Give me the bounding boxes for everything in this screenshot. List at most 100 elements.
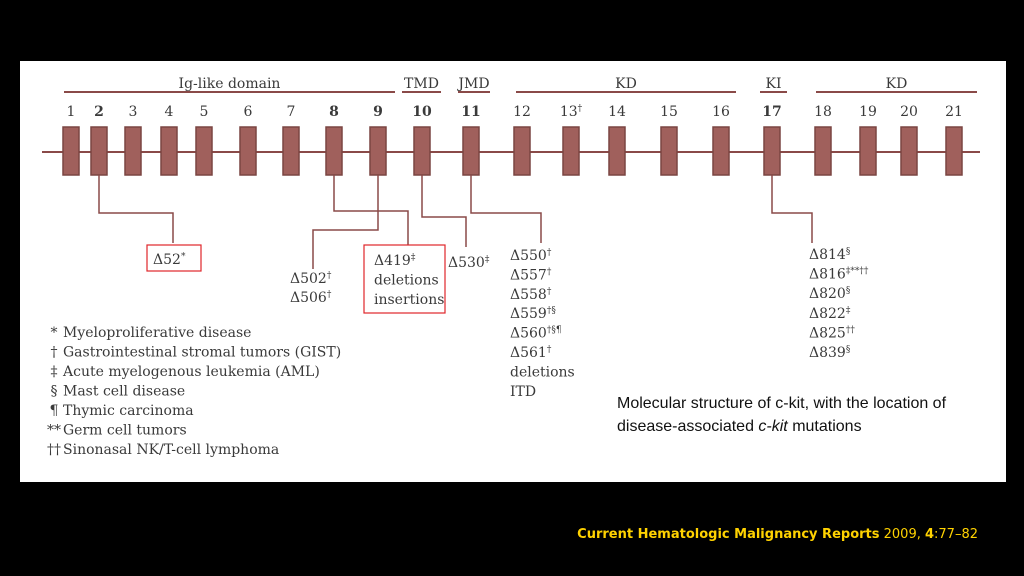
exon-box (239, 126, 257, 176)
citation-volume: 4 (924, 527, 935, 542)
highlight-box (363, 244, 446, 314)
mutation-label: Δ419‡ (374, 253, 416, 269)
mutation-label: Δ52* (153, 252, 186, 268)
exon-box (562, 126, 580, 176)
exon-number: 7 (287, 104, 296, 120)
mutation-label: Δ814§ (809, 247, 851, 263)
legend-text: Mast cell disease (63, 384, 185, 400)
exon-box (660, 126, 678, 176)
domain-label: KD (886, 76, 908, 92)
exon-number: 3 (129, 104, 138, 120)
legend-symbol: ** (47, 423, 61, 439)
domain-label: TMD (404, 76, 439, 92)
caption-text: Molecular structure of c-kit, with the l… (617, 395, 947, 435)
exon-box (900, 126, 918, 176)
mutation-label: Δ816‡**†† (809, 267, 869, 283)
mutation-label: Δ820§ (809, 286, 851, 302)
legend-text: Sinonasal NK/T-cell lymphoma (63, 442, 279, 458)
exon-number: 17 (762, 104, 781, 120)
exon-box (513, 126, 531, 176)
exon-box (369, 126, 387, 176)
mutation-label: Δ825†† (809, 325, 855, 341)
exon-number: 20 (900, 104, 918, 120)
connector-line (771, 175, 813, 243)
exon-box (325, 126, 343, 176)
mutation-label: Δ506† (290, 290, 332, 306)
domain-label: JMD (456, 76, 489, 92)
legend-symbol: † (51, 345, 58, 361)
exon-number: 15 (660, 104, 678, 120)
exon-number: 16 (712, 104, 730, 120)
mutation-label: Δ839§ (809, 345, 851, 361)
legend-symbol: ¶ (50, 403, 59, 419)
mutation-label: Δ561† (510, 345, 552, 361)
exon-number: 4 (165, 104, 174, 120)
exon-number: 8 (329, 104, 339, 120)
citation-pages: :77–82 (934, 527, 978, 542)
mutation-label: insertions (374, 292, 444, 308)
exon-number: 9 (373, 104, 383, 120)
connector-line (470, 175, 542, 243)
mutation-label: Δ559†§ (510, 306, 556, 322)
exon-box (814, 126, 832, 176)
legend-symbol: * (51, 325, 58, 341)
connector-line (378, 210, 409, 245)
exon-box (90, 126, 108, 176)
exon-box (413, 126, 431, 176)
domain-label: Ig-like domain (179, 76, 281, 92)
exon-number: 10 (412, 104, 432, 120)
legend-symbol: § (51, 384, 58, 400)
exon-number: 1 (67, 104, 76, 120)
mutation-label: Δ822‡ (809, 306, 851, 322)
exon-number: 2 (94, 104, 104, 120)
exon-number: 11 (461, 104, 480, 120)
mutation-label: Δ560†§¶ (510, 326, 562, 342)
mutation-label: deletions (374, 273, 439, 289)
exon-box (608, 126, 626, 176)
mutation-label: Δ557† (510, 267, 552, 283)
figure-caption: Molecular structure of c-kit, with the l… (617, 393, 957, 438)
mutation-label: Δ530‡ (448, 255, 490, 271)
exon-number: 19 (859, 104, 877, 120)
exon-box (195, 126, 213, 176)
exon-box (160, 126, 178, 176)
mutation-label: deletions (510, 364, 575, 380)
exon-box (62, 126, 80, 176)
exon-number: 18 (814, 104, 832, 120)
exon-box (282, 126, 300, 176)
exon-number: 5 (200, 104, 209, 120)
exon-box (945, 126, 963, 176)
citation-journal: Current Hematologic Malignancy Reports (577, 527, 880, 542)
legend-text: Gastrointestinal stromal tumors (GIST) (63, 345, 341, 361)
citation: Current Hematologic Malignancy Reports 2… (577, 527, 978, 542)
exon-number: 21 (945, 104, 963, 120)
caption-gene-italic: c-kit (758, 417, 788, 435)
exon-box (763, 126, 781, 176)
legend-text: Thymic carcinoma (63, 403, 194, 419)
exon-box (712, 126, 730, 176)
legend-text: Acute myelogenous leukemia (AML) (62, 364, 320, 380)
exon-number: 6 (244, 104, 253, 120)
connector-line (421, 175, 467, 247)
exon-box (462, 126, 480, 176)
domain-label: KI (766, 76, 782, 92)
mutation-label: Δ502† (290, 271, 332, 287)
domain-label: KD (615, 76, 637, 92)
exon-box (859, 126, 877, 176)
legend-symbol: ‡ (51, 364, 58, 380)
exon-number: 13† (560, 104, 583, 120)
exon-number: 14 (608, 104, 626, 120)
legend-text: Germ cell tumors (63, 423, 187, 439)
connector-line (312, 175, 379, 269)
connector-line (98, 175, 174, 243)
citation-year: 2009, (879, 527, 925, 542)
exon-number: 12 (513, 104, 531, 120)
legend-symbol: †† (47, 442, 61, 458)
caption-text-end: mutations (787, 417, 862, 435)
mutation-label: Δ550† (510, 248, 552, 264)
mutation-label: Δ558† (510, 287, 552, 303)
mutation-label: ITD (510, 384, 536, 400)
exon-box (124, 126, 142, 176)
